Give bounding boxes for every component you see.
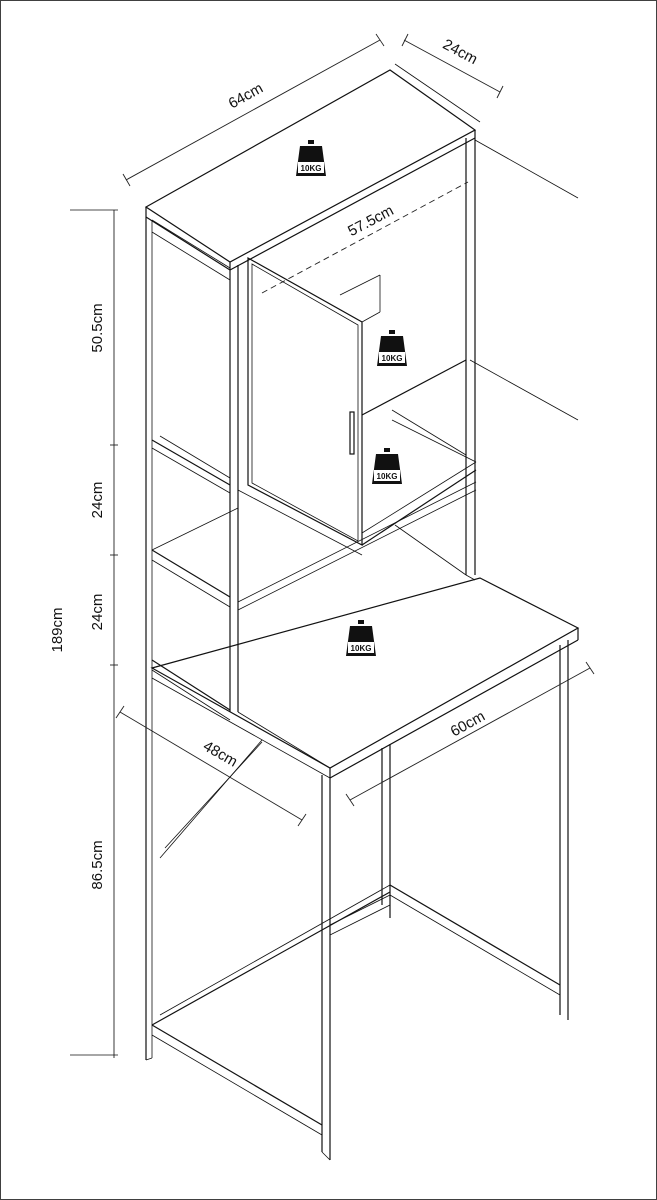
label-upper-height: 50.5cm (89, 303, 106, 352)
weight-label-shelf: 10KG (377, 472, 398, 481)
dim-depth-top: 24cm (401, 33, 504, 99)
desk-top (150, 577, 580, 779)
top-board (144, 63, 481, 271)
right-side-panel (465, 138, 476, 581)
door-handle (349, 411, 355, 455)
label-depth-top: 24cm (440, 36, 480, 68)
weight-icon-cabinet: 10KG (377, 330, 407, 366)
desk-legs (321, 640, 569, 1161)
cabinet-door (247, 256, 381, 546)
left-side-panel (145, 217, 239, 1060)
dim-inner-width: 57.5cm (261, 139, 579, 421)
label-desk-depth: 48cm (200, 738, 240, 771)
label-shelf-two: 24cm (89, 594, 106, 631)
dim-vertical-left: 50.5cm 24cm 24cm 86.5cm 189cm (49, 209, 118, 1058)
weight-icon-desk: 10KG (346, 620, 376, 656)
dim-desk-width: 60cm (345, 661, 595, 807)
label-desk-height: 86.5cm (89, 840, 106, 889)
bottom-frame (145, 884, 561, 1136)
label-shelf-one: 24cm (89, 482, 106, 519)
weight-icon-shelf: 10KG (372, 448, 402, 484)
label-width-top: 64cm (226, 80, 266, 113)
weight-label-desk: 10KG (351, 644, 372, 653)
dim-width-top: 64cm (122, 33, 385, 187)
weight-label-top: 10KG (301, 164, 322, 173)
weight-label-cabinet: 10KG (382, 354, 403, 363)
left-shelves (151, 435, 239, 721)
dim-desk-depth: 48cm (115, 705, 307, 859)
weight-icon-top: 10KG (296, 140, 326, 176)
cabinet-shelf (361, 359, 477, 546)
back-rails (237, 481, 477, 611)
label-total-height: 189cm (49, 607, 66, 652)
